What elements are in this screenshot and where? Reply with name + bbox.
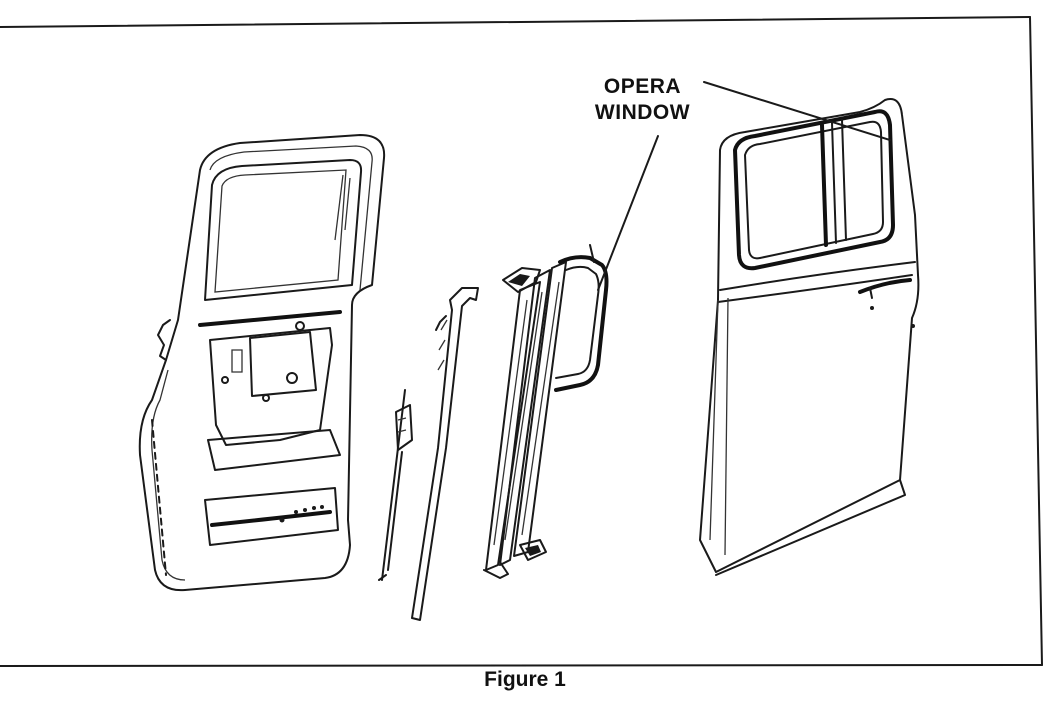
inner-door-panel xyxy=(138,134,386,592)
callout-line-1: OPERA xyxy=(603,75,682,98)
callout-leaders xyxy=(597,81,891,291)
figure-frame xyxy=(0,16,1043,667)
callout-line-2: WINDOW xyxy=(594,101,691,124)
figure-caption: Figure 1 xyxy=(484,668,566,691)
division-channel-assembly xyxy=(483,244,609,579)
outer-door xyxy=(699,98,920,576)
window-run-channel xyxy=(378,287,479,621)
opera-window-label: OPERA WINDOW xyxy=(585,74,700,126)
